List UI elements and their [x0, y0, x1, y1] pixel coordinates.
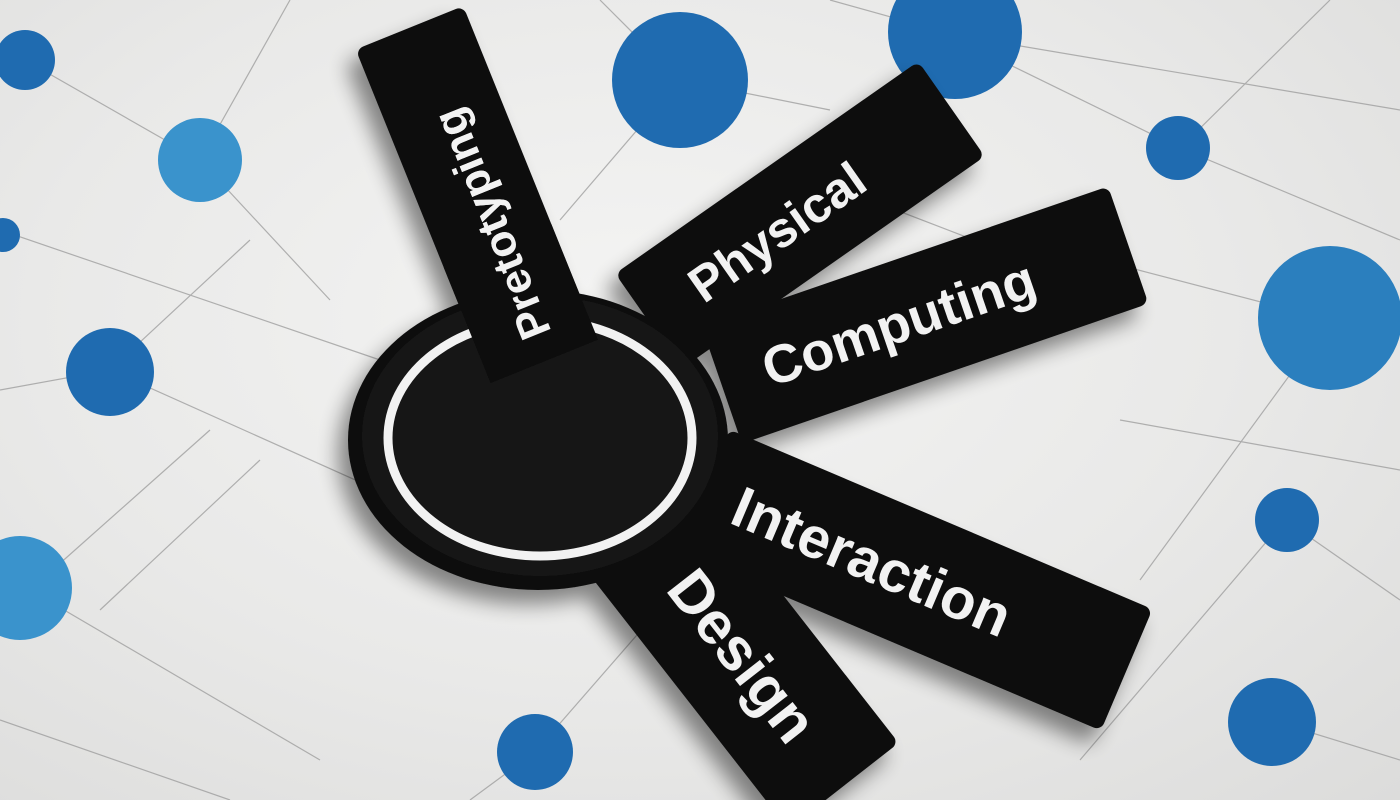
- hub-disc: [348, 290, 728, 590]
- dot: [158, 118, 242, 202]
- dot: [1146, 116, 1210, 180]
- dot: [0, 30, 55, 90]
- dot: [1228, 678, 1316, 766]
- arm-physical: Physical: [618, 64, 982, 366]
- dot: [1258, 246, 1400, 390]
- dot: [0, 536, 72, 640]
- dot: [612, 12, 748, 148]
- dot: [0, 218, 20, 252]
- dot: [66, 328, 154, 416]
- dot: [497, 714, 573, 790]
- dot: [1255, 488, 1319, 552]
